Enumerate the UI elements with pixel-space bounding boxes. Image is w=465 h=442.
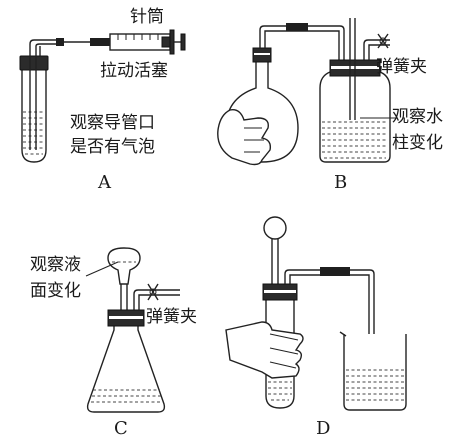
- observe-tube-label-1: 观察导管口: [70, 113, 155, 133]
- panel-label-a: A: [97, 172, 112, 193]
- apparatus-b: 弹簧夹 观察水 柱变化 B: [217, 18, 443, 193]
- clip-label-c: 弹簧夹: [146, 307, 197, 327]
- joint-a: [56, 38, 64, 46]
- pull-piston-label: 拉动活塞: [100, 61, 168, 81]
- beaker-d: [343, 334, 407, 411]
- syringe-barrel: [109, 33, 171, 51]
- syringe-scale: [117, 34, 159, 40]
- observe-liquid-label-1: 观察液: [30, 255, 81, 275]
- panel-label-b: B: [334, 172, 347, 193]
- side-tube-c: [133, 289, 180, 310]
- observe-tube-label-2: 是否有气泡: [70, 137, 155, 157]
- syringe-flange: [169, 29, 175, 55]
- hand-b: [217, 109, 272, 166]
- apparatus-a: 针筒 拉动活塞 观察导管口 是否有气泡 A: [19, 7, 186, 193]
- stopper-a: [19, 55, 49, 71]
- syringe-joint-a: [90, 38, 110, 46]
- liquid-d-beaker: [346, 369, 404, 401]
- spring-clip-c: [147, 283, 159, 301]
- syringe-label: 针筒: [130, 7, 164, 27]
- conical-flask-c: [86, 318, 166, 413]
- spring-clip-b: [377, 33, 389, 49]
- delivery-tube-a-inner: [29, 39, 58, 150]
- side-tube-b: [363, 39, 390, 60]
- long-tube-b: [349, 18, 356, 120]
- hand-d: [225, 321, 304, 379]
- liquid-a: [23, 111, 45, 155]
- liquid-c: [91, 389, 162, 403]
- delivery-tube-a-outer: [35, 43, 58, 150]
- joint-b: [286, 23, 308, 31]
- apparatus-d: D: [225, 216, 407, 439]
- apparatus-c: 观察液 面变化 弹簧夹 C: [30, 247, 197, 439]
- thistle-bulb-d: [263, 216, 287, 240]
- panel-label-c: C: [114, 418, 128, 439]
- plunger-handle: [180, 33, 186, 51]
- funnel-c: [107, 247, 141, 285]
- test-tube-a: [21, 66, 47, 163]
- observe-column-label-2: 柱变化: [392, 133, 443, 153]
- plunger-head: [161, 36, 171, 48]
- observe-liquid-label-2: 面变化: [30, 281, 81, 301]
- observe-column-label-1: 观察水: [392, 107, 443, 127]
- panel-label-d: D: [316, 418, 330, 439]
- clip-label-b: 弹簧夹: [376, 57, 427, 77]
- joint-d: [320, 267, 350, 276]
- liquid-b: [322, 121, 388, 159]
